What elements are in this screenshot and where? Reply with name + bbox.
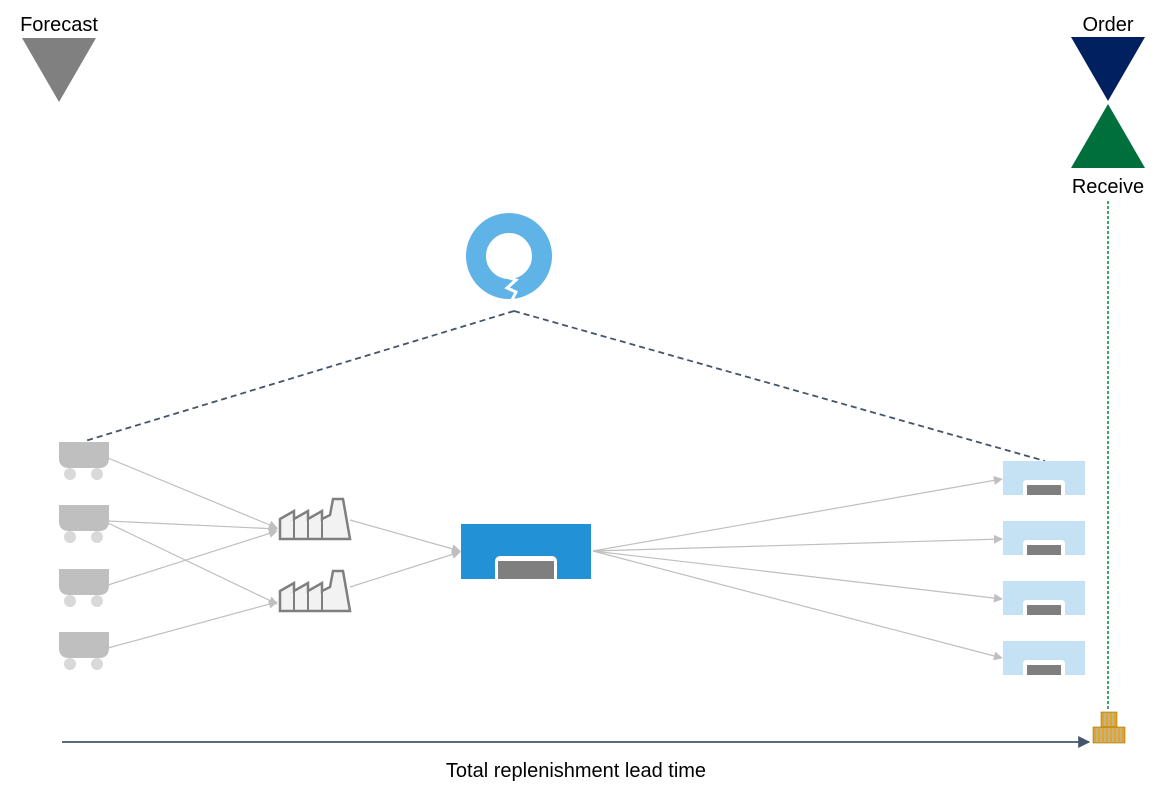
supplier-cart-2-icon [59,505,109,543]
factory-1-icon [278,497,352,541]
factory-2-icon [278,569,352,613]
dashed-connectors [84,310,1046,462]
pallet-boxes-icon [1092,711,1126,744]
local-warehouse-3-icon [1003,581,1085,615]
order-triangle-icon [1071,37,1145,101]
local-warehouse-2-icon [1003,521,1085,555]
forecast-label: Forecast [20,14,98,36]
local-warehouse-1-icon [1003,461,1085,495]
lead-time-label: Total replenishment lead time [446,760,706,782]
cycle-icon [466,213,552,301]
supplier-cart-1-icon [59,442,109,480]
supplier-cart-4-icon [59,632,109,670]
flow-arrows [107,457,1003,661]
central-warehouse-icon [461,524,591,579]
receive-label: Receive [1072,176,1144,198]
supplier-cart-3-icon [59,569,109,607]
order-label: Order [1082,14,1133,36]
receive-triangle-icon [1071,104,1145,168]
local-warehouse-4-icon [1003,641,1085,675]
forecast-triangle-icon [22,38,96,102]
